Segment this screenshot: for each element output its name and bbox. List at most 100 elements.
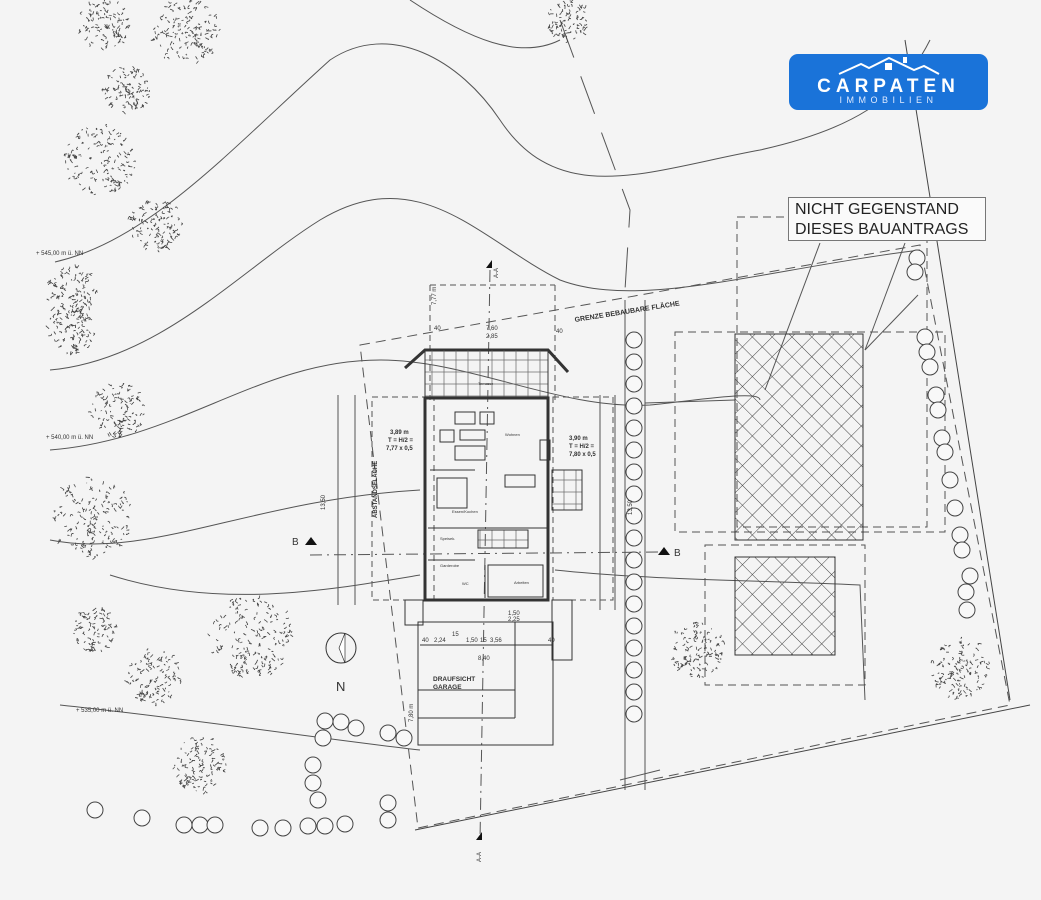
shrub-icon (918, 343, 936, 361)
tree-icon (150, 0, 221, 64)
note-line: DIESES BAUANTRAGS (795, 221, 969, 238)
shrub-icon (379, 794, 397, 812)
dimension: 7,60 (486, 326, 498, 332)
boundary-label: GRENZE BEBAUBARE FLÄCHE (574, 299, 680, 324)
room-label: Terrasse (478, 381, 494, 386)
shrub-icon (936, 443, 954, 461)
shrub-icon (625, 507, 643, 525)
section-marker-icon (486, 260, 492, 268)
section-marker-icon (305, 537, 317, 545)
contour-line (54, 39, 931, 263)
shrub-icon (625, 551, 643, 569)
room-label: WC (462, 581, 469, 586)
plot-boundary (414, 704, 1031, 831)
shrub-icon (927, 386, 945, 404)
depth-label: 13,50 (628, 499, 634, 515)
contour-line (559, 19, 631, 291)
shrub-icon (625, 331, 643, 349)
shrub-icon (946, 499, 964, 517)
shrub-icon (953, 541, 971, 559)
dimension: 3,56 (490, 638, 502, 644)
tree-icon (127, 200, 183, 253)
tree-icon (73, 607, 118, 653)
shrub-icon (908, 249, 926, 267)
garage-label: GARAGE (433, 684, 462, 691)
setback-right-text: T = H/2 = (569, 444, 595, 450)
neighbor-building-hatched (734, 333, 864, 541)
shrub-icon (133, 809, 151, 827)
shrub-icon (304, 756, 322, 774)
room-label: Arbeiten (514, 580, 529, 585)
room-label: Garderobe (440, 563, 460, 568)
shrub-icon (625, 441, 643, 459)
shrub-icon (304, 774, 322, 792)
shrub-icon (625, 397, 643, 415)
dimension: 15 (480, 638, 487, 644)
tree-icon (207, 595, 294, 678)
dimension: 40 (422, 638, 429, 644)
tree-icon (52, 476, 131, 560)
tree-icon (46, 264, 98, 320)
shrub-icon (206, 816, 224, 834)
shrub-icon (625, 485, 643, 503)
tree-icon (124, 648, 182, 707)
plot-boundary (904, 39, 1011, 701)
tree-icon (930, 636, 990, 700)
shrub-icon (625, 661, 643, 679)
shrub-icon (316, 817, 334, 835)
section-a-label: A-A (477, 852, 483, 862)
shrub-icon (951, 526, 969, 544)
shrub-icon (395, 729, 413, 747)
room-label: Wohnen (505, 432, 520, 437)
shrub-icon (625, 529, 643, 547)
tree-icon (101, 65, 150, 115)
neighbor-garage-hatched (734, 556, 836, 656)
contour-line (59, 704, 421, 751)
dimension: 2,25 (508, 617, 520, 623)
shrub-icon (957, 583, 975, 601)
dimension: 8,40 (478, 656, 490, 662)
elevation-label: + 545,00 m ü. NN (36, 251, 83, 257)
dimension: 1,50 (508, 611, 520, 617)
shrub-icon (625, 617, 643, 635)
tree-icon (547, 0, 588, 43)
shrub-icon (332, 713, 350, 731)
shrub-icon (961, 567, 979, 585)
shrub-icon (625, 705, 643, 723)
logo-subtitle: IMMOBILIEN (839, 95, 938, 105)
setback-right-text: 7,80 x 0,5 (569, 452, 596, 458)
shrub-icon (191, 816, 209, 834)
shrub-icon (309, 791, 327, 809)
height-label: 7,77 m (432, 287, 438, 305)
section-marker-icon (658, 547, 670, 555)
shrub-icon (625, 595, 643, 613)
house-floorplan (403, 348, 583, 746)
shrub-icon (916, 328, 934, 346)
dimension: 1,50 (466, 638, 478, 644)
shrub-icon (316, 712, 334, 730)
section-b-label: B (674, 548, 681, 559)
shrub-icon (299, 817, 317, 835)
setback-left-text: 7,77 x 0,5 (386, 446, 413, 452)
setback-left-text: 3,89 m (390, 430, 409, 436)
carpaten-logo: CARPATEN IMMOBILIEN (789, 54, 988, 110)
section-b-label: B (292, 537, 299, 548)
shrub-icon (625, 463, 643, 481)
tree-icon (172, 736, 227, 795)
dimension: 40 (548, 638, 555, 644)
tree-icon (671, 621, 725, 679)
shrub-icon (625, 573, 643, 591)
tree-icon (87, 383, 145, 438)
shrub-icon (933, 429, 951, 447)
shrub-icon (379, 811, 397, 829)
shrub-icon (906, 263, 924, 281)
logo-name: CARPATEN (817, 76, 960, 97)
shrub-icon (625, 419, 643, 437)
shrub-icon (86, 801, 104, 819)
contour-line (49, 359, 761, 451)
depth-label: 13,50 (321, 494, 327, 510)
note-line: NICHT GEGENSTAND (795, 201, 959, 218)
setback-label: ABSTANDSFLÄCHE (372, 461, 379, 518)
